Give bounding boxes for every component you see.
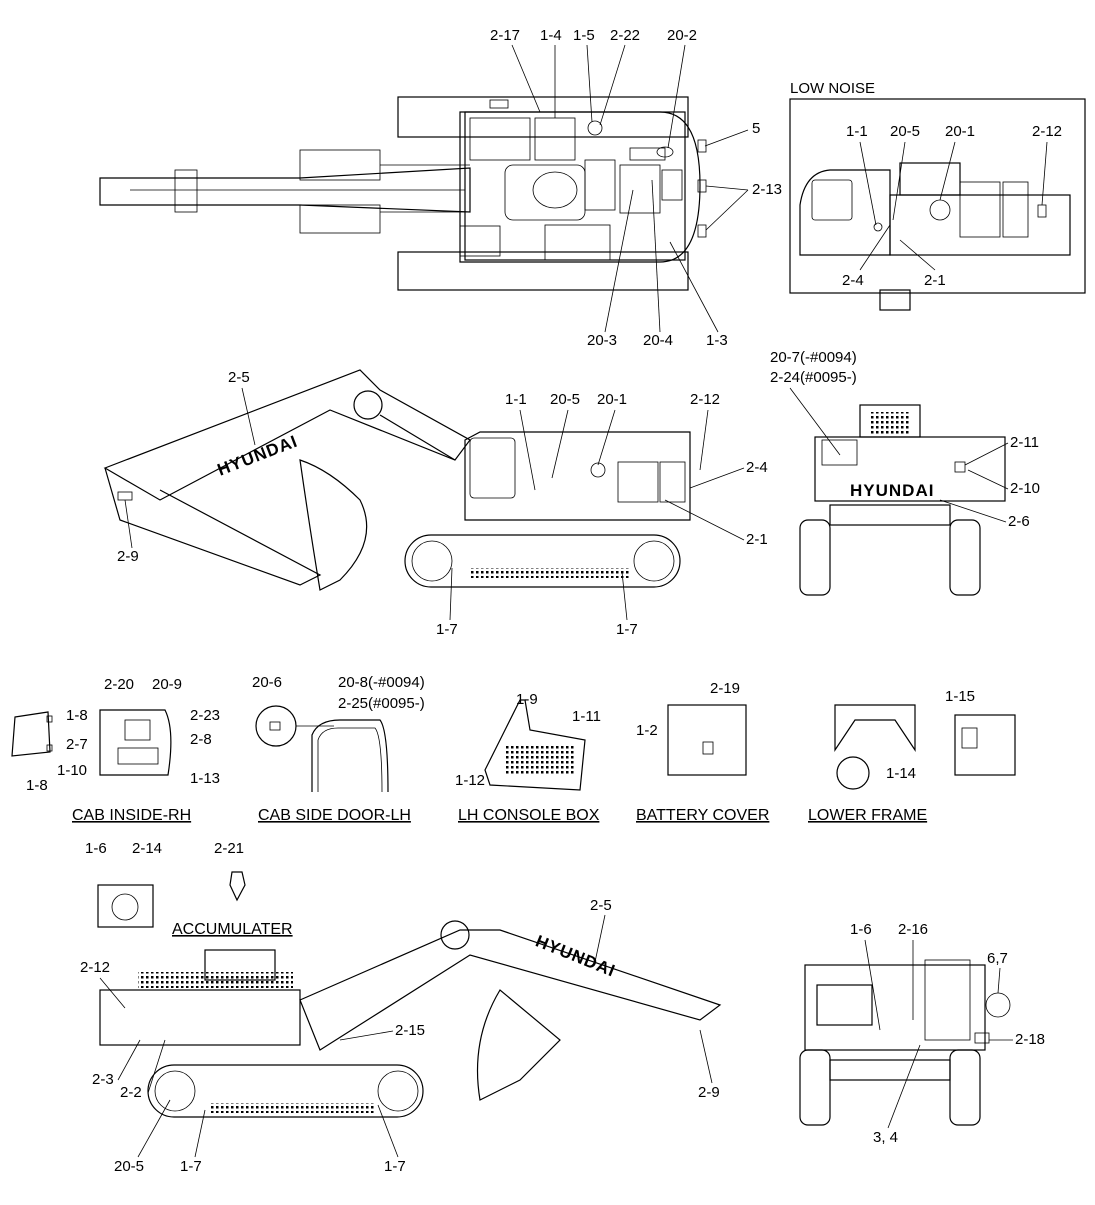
battery-drawing [667, 704, 747, 776]
cab-label-1-8-b: 1-8 [26, 777, 48, 794]
ln-label-20-1: 20-1 [945, 123, 975, 140]
cab-door-title: CAB SIDE DOOR-LH [258, 807, 411, 824]
front-label-2-16: 2-16 [898, 921, 928, 938]
ln-label-2-1: 2-1 [924, 272, 946, 289]
top-label-1-4: 1-4 [540, 27, 562, 44]
top-label-2-22: 2-22 [610, 27, 640, 44]
cab-label-2-7: 2-7 [66, 736, 88, 753]
sr-label-2-2: 2-2 [120, 1084, 142, 1101]
sr-label-2-5: 2-5 [590, 897, 612, 914]
side-label-2-1: 2-1 [746, 531, 768, 548]
cab-label-2-8: 2-8 [190, 731, 212, 748]
small-label-2-14: 2-14 [132, 840, 162, 857]
sr-label-2-3: 2-3 [92, 1071, 114, 1088]
lower-frame-label-1-14: 1-14 [886, 765, 916, 782]
console-title: LH CONSOLE BOX [458, 807, 600, 824]
rear-view-drawing [799, 289, 1006, 596]
cab-inside-drawing [11, 709, 172, 776]
small-parts-drawing [97, 871, 246, 928]
top-label-20-2: 20-2 [667, 27, 697, 44]
side-label-1-7-b: 1-7 [616, 621, 638, 638]
rear-label-2-6: 2-6 [1008, 513, 1030, 530]
lower-frame-drawing [834, 704, 916, 790]
panel-label-1-15: 1-15 [945, 688, 975, 705]
side-right-brand: HYUNDAI [533, 931, 618, 980]
side-view-right-drawing [99, 920, 722, 1118]
top-leader-lines [511, 44, 749, 333]
top-label-2-17: 2-17 [490, 27, 520, 44]
low-noise-drawing [799, 162, 1071, 256]
sr-label-2-9: 2-9 [698, 1084, 720, 1101]
top-label-5: 5 [752, 120, 760, 137]
sr-label-2-15: 2-15 [395, 1022, 425, 1039]
top-label-20-3: 20-3 [587, 332, 617, 349]
lower-frame-title: LOWER FRAME [808, 807, 927, 824]
console-label-1-12: 1-12 [455, 772, 485, 789]
console-label-1-9: 1-9 [516, 691, 538, 708]
ln-label-20-5: 20-5 [890, 123, 920, 140]
small-label-2-21: 2-21 [214, 840, 244, 857]
low-noise-frame [789, 98, 1086, 294]
side-label-2-9: 2-9 [117, 548, 139, 565]
front-label-6-7: 6,7 [987, 950, 1008, 967]
cab-label-2-23: 2-23 [190, 707, 220, 724]
side-left-brand: HYUNDAI [215, 432, 301, 480]
cab-label-20-9: 20-9 [152, 676, 182, 693]
console-drawing [484, 699, 586, 791]
side-label-2-12: 2-12 [690, 391, 720, 408]
top-label-20-4: 20-4 [643, 332, 673, 349]
top-view-drawing [99, 96, 707, 291]
door-label-20-8: 20-8(-#0094) [338, 674, 425, 691]
front-label-2-18: 2-18 [1015, 1031, 1045, 1048]
cab-label-2-20: 2-20 [104, 676, 134, 693]
small-label-1-6: 1-6 [85, 840, 107, 857]
ln-label-2-12: 2-12 [1032, 123, 1062, 140]
front-leader-lines [864, 939, 1013, 1129]
rear-label-2-11: 2-11 [1010, 434, 1039, 451]
cab-label-1-10: 1-10 [57, 762, 87, 779]
side-label-1-7-a: 1-7 [436, 621, 458, 638]
cab-inside-title: CAB INSIDE-RH [72, 807, 191, 824]
panel-115-drawing [954, 714, 1016, 776]
rear-label-20-7: 20-7(-#0094) [770, 349, 857, 366]
door-label-20-6: 20-6 [252, 674, 282, 691]
battery-title: BATTERY COVER [636, 807, 769, 824]
rear-leader-lines [789, 387, 1009, 523]
rear-label-2-24: 2-24(#0095-) [770, 369, 857, 386]
rear-label-2-10: 2-10 [1010, 480, 1040, 497]
cab-door-drawing [255, 705, 389, 793]
side-label-2-4: 2-4 [746, 459, 768, 476]
battery-label-1-2: 1-2 [636, 722, 658, 739]
front-label-3-4: 3, 4 [873, 1129, 898, 1146]
side-left-leader-lines [124, 387, 745, 621]
top-label-2-13: 2-13 [752, 181, 782, 198]
side-label-1-1: 1-1 [505, 391, 527, 408]
side-label-20-1: 20-1 [597, 391, 627, 408]
top-label-1-3: 1-3 [706, 332, 728, 349]
battery-label-2-19: 2-19 [710, 680, 740, 697]
cab-label-1-8-a: 1-8 [66, 707, 88, 724]
sr-label-1-7-a: 1-7 [180, 1158, 202, 1175]
front-view-drawing [799, 959, 1011, 1126]
side-label-20-5: 20-5 [550, 391, 580, 408]
door-label-2-25: 2-25(#0095-) [338, 695, 425, 712]
accumulater-title: ACCUMULATER [172, 921, 293, 938]
side-view-left-drawing [103, 369, 691, 591]
sr-label-20-5: 20-5 [114, 1158, 144, 1175]
side-label-2-5: 2-5 [228, 369, 250, 386]
sr-label-2-12: 2-12 [80, 959, 110, 976]
side-right-leader-lines [99, 914, 713, 1158]
rear-brand: HYUNDAI [850, 481, 934, 500]
console-label-1-11: 1-11 [572, 708, 601, 725]
ln-label-2-4: 2-4 [842, 272, 864, 289]
ln-label-1-1: 1-1 [846, 123, 868, 140]
top-label-1-5: 1-5 [573, 27, 595, 44]
low-noise-title: LOW NOISE [790, 80, 875, 97]
sr-label-1-7-b: 1-7 [384, 1158, 406, 1175]
front-label-1-6: 1-6 [850, 921, 872, 938]
ln-leader-lines [859, 141, 1048, 271]
cab-label-1-13: 1-13 [190, 770, 220, 787]
